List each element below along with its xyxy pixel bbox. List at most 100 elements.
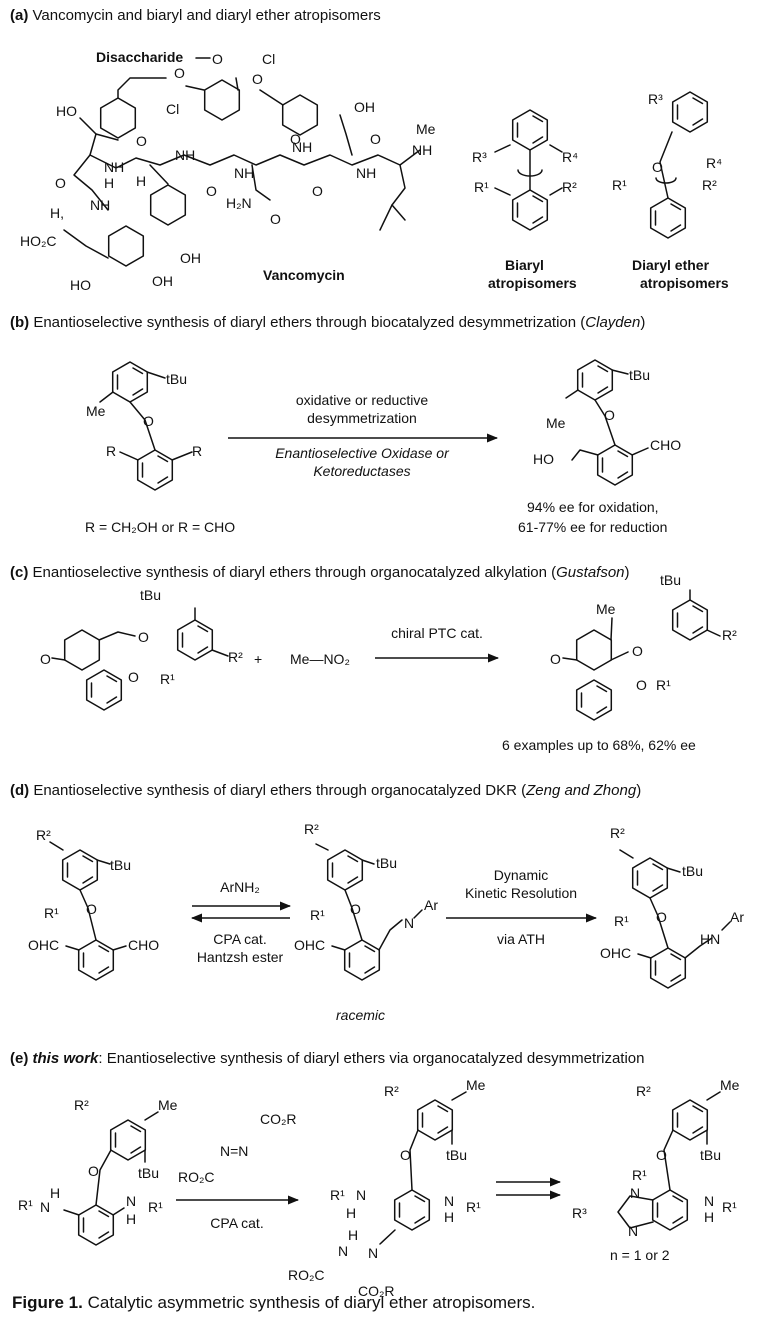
svg-text:O: O (128, 669, 139, 685)
svg-text:Ketoreductases: Ketoreductases (313, 463, 410, 479)
panel-b-arrow: oxidative or reductive desymmetrization … (228, 392, 499, 479)
svg-text:Me: Me (158, 1097, 178, 1113)
panel-e-reactant: Me R² tBu O R¹ N H N H R¹ (18, 1097, 178, 1246)
svg-text:O: O (40, 651, 51, 667)
svg-text:tBu: tBu (138, 1165, 159, 1181)
panel-e: (e) this work: Enantioselective synthesi… (10, 1050, 740, 1299)
svg-text:HO: HO (70, 277, 91, 293)
panel-e-header: (e) this work: Enantioselective synthesi… (10, 1050, 644, 1067)
svg-text:tBu: tBu (166, 371, 187, 387)
panel-e-double-arrow (496, 1177, 562, 1200)
svg-text:R²: R² (384, 1083, 399, 1099)
svg-text:R²: R² (36, 827, 51, 843)
svg-text:CO₂R: CO₂R (358, 1283, 395, 1299)
svg-text:Dynamic: Dynamic (494, 867, 548, 883)
svg-text:Cl: Cl (262, 51, 275, 67)
svg-text:H: H (136, 173, 146, 189)
svg-text:O: O (86, 901, 97, 917)
svg-text:CPA cat.: CPA cat. (213, 931, 266, 947)
svg-text:Ar: Ar (730, 909, 744, 925)
figure-caption: Figure 1. Catalytic asymmetric synthesis… (12, 1293, 535, 1312)
panel-d-dkr-arrow: Dynamic Kinetic Resolution via ATH (446, 867, 598, 947)
panel-a: (a) Vancomycin and biaryl and diaryl eth… (10, 7, 729, 293)
panel-c-arrow: chiral PTC cat. (375, 625, 500, 663)
svg-text:R²: R² (562, 179, 577, 195)
svg-text:N: N (356, 1187, 366, 1203)
panel-d: (d) Enantioselective synthesis of diaryl… (10, 782, 744, 1023)
biaryl-label-2: atropisomers (488, 275, 577, 291)
svg-text:Ar: Ar (424, 897, 438, 913)
svg-text:O: O (290, 131, 301, 147)
panel-d-product: R² tBu R¹ O OHC HN Ar (600, 825, 744, 989)
svg-text:O: O (604, 407, 615, 423)
svg-text:tBu: tBu (700, 1147, 721, 1163)
svg-text:O: O (370, 131, 381, 147)
svg-text:R¹: R¹ (474, 179, 489, 195)
svg-text:R²: R² (610, 825, 625, 841)
svg-text:H: H (348, 1227, 358, 1243)
svg-text:H: H (126, 1211, 136, 1227)
svg-text:R²: R² (228, 649, 243, 665)
svg-text:O: O (206, 183, 217, 199)
svg-text:O: O (270, 211, 281, 227)
svg-text:OHC: OHC (600, 945, 631, 961)
svg-text:Me: Me (86, 403, 106, 419)
vancomycin-structure: Disaccharide O O O Cl Cl HO OH (20, 49, 436, 293)
panel-e-final-product: Me R² tBu O N H R¹ N R¹ N R³ n = 1 or 2 (572, 1077, 740, 1263)
biaryl-structure: R³ R⁴ R¹ R² Biaryl atropisomers (472, 109, 578, 291)
svg-text:NH: NH (356, 165, 376, 181)
svg-text:O: O (350, 901, 361, 917)
svg-text:NH: NH (234, 165, 254, 181)
svg-text:RO₂C: RO₂C (288, 1267, 325, 1283)
svg-text:N: N (338, 1243, 348, 1259)
svg-text:O: O (652, 159, 663, 175)
svg-text:R¹: R¹ (310, 907, 325, 923)
svg-text:R³: R³ (572, 1205, 587, 1221)
svg-text:H: H (704, 1209, 714, 1225)
svg-text:R¹: R¹ (466, 1199, 481, 1215)
panel-b: (b) Enantioselective synthesis of diaryl… (10, 314, 681, 535)
svg-text:NH: NH (175, 147, 195, 163)
svg-text:OHC: OHC (294, 937, 325, 953)
svg-text:O: O (143, 413, 154, 429)
svg-text:Hantzsh ester: Hantzsh ester (197, 949, 284, 965)
svg-text:NH: NH (104, 159, 124, 175)
svg-text:RO₂C: RO₂C (178, 1169, 215, 1185)
svg-text:Me: Me (596, 601, 616, 617)
svg-text:O: O (138, 629, 149, 645)
svg-text:O: O (88, 1163, 99, 1179)
racemic-label: racemic (336, 1007, 385, 1023)
svg-text:O: O (636, 677, 647, 693)
svg-text:R²: R² (702, 177, 717, 193)
svg-text:H₂N: H₂N (226, 195, 252, 211)
svg-text:Me: Me (546, 415, 566, 431)
svg-text:tBu: tBu (629, 367, 650, 383)
svg-text:N: N (126, 1193, 136, 1209)
svg-text:N: N (704, 1193, 714, 1209)
svg-text:R¹: R¹ (632, 1167, 647, 1183)
svg-text:O: O (656, 909, 667, 925)
panel-d-header: (d) Enantioselective synthesis of diaryl… (10, 782, 641, 799)
svg-text:R¹: R¹ (614, 913, 629, 929)
panel-d-equilibrium: ArNH₂ CPA cat. Hantzsh ester (190, 879, 292, 965)
svg-text:N: N (368, 1245, 378, 1261)
svg-text:O: O (656, 1147, 667, 1163)
panel-c-reactant: O O O tBu R² R¹ + Me—NO₂ (40, 587, 350, 711)
panel-b-header: (b) Enantioselective synthesis of diaryl… (10, 314, 645, 331)
svg-text:R³: R³ (472, 149, 487, 165)
svg-text:tBu: tBu (660, 572, 681, 588)
vancomycin-label: Vancomycin (263, 267, 345, 283)
svg-text:OH: OH (152, 273, 173, 289)
svg-text:O: O (252, 71, 263, 87)
svg-text:tBu: tBu (140, 587, 161, 603)
svg-text:R⁴: R⁴ (706, 155, 722, 171)
svg-text:desymmetrization: desymmetrization (307, 410, 417, 426)
svg-text:Me: Me (416, 121, 436, 137)
biaryl-label-1: Biaryl (505, 257, 544, 273)
svg-text:Me: Me (466, 1077, 486, 1093)
svg-text:CO₂R: CO₂R (260, 1111, 297, 1127)
svg-text:H: H (104, 175, 114, 191)
diaryl-label-1: Diaryl ether (632, 257, 710, 273)
panel-b-result-2: 61-77% ee for reduction (518, 519, 667, 535)
